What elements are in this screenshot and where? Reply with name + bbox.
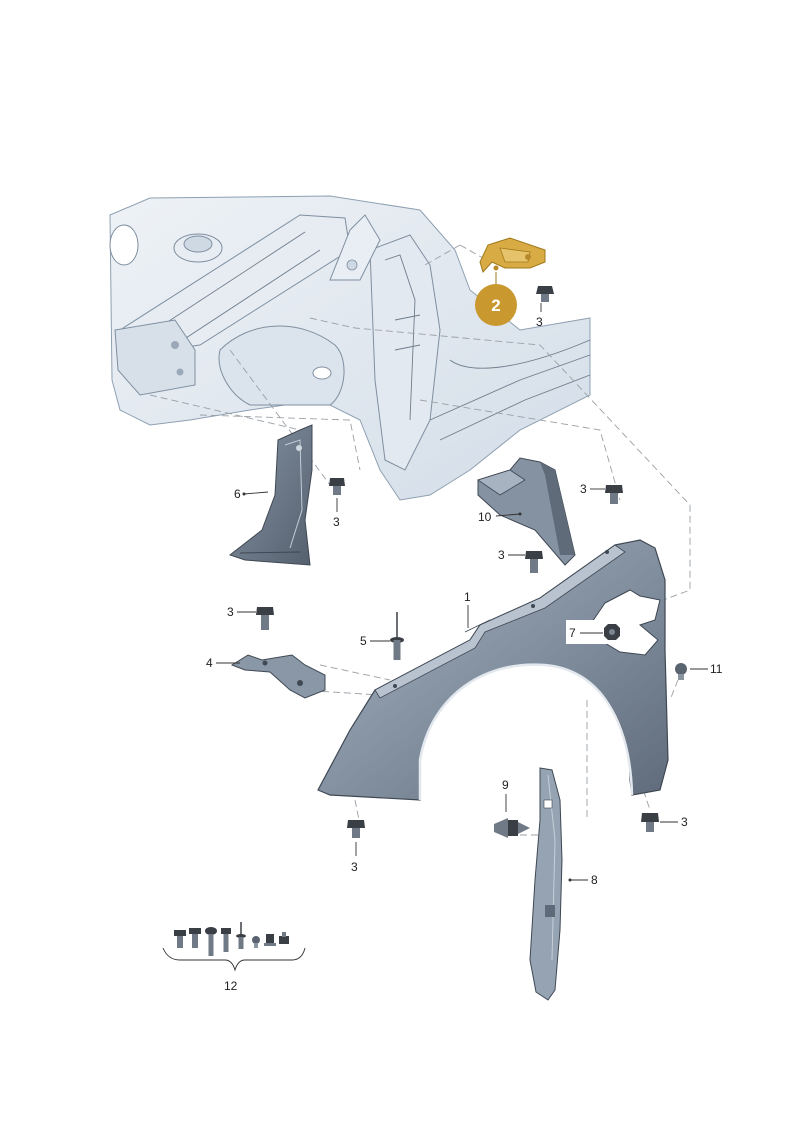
callout-6-label: 6 [234,487,241,501]
callout-2-label: 2 [491,296,500,315]
bolt-icon [256,607,274,630]
callout-5-label: 5 [360,634,367,648]
callout-3-label-g: 3 [351,860,358,874]
part-8-seal-strip[interactable] [529,767,563,1001]
callout-3-label-a: 3 [536,315,543,329]
bolt-icon [329,478,345,495]
callout-3-label-c: 3 [580,482,587,496]
callout-11-label: 11 [710,662,723,676]
bolt-icon [347,820,365,838]
clip-icon [675,663,687,680]
bracket-highlighted[interactable] [479,237,546,273]
callout-4-label: 4 [206,656,213,670]
callout-8-label: 8 [591,873,598,887]
bolt-icon [536,286,554,302]
part-1-front-fender[interactable] [317,539,669,801]
callout-3-label-b: 3 [333,515,340,529]
part-10-insulator-block[interactable] [477,457,576,566]
callout-10-label: 10 [478,510,492,524]
vehicle-body-structure [109,195,591,501]
callout-12-label: 12 [224,979,238,993]
alignment-lines [149,244,691,836]
part-6-bracket[interactable] [228,424,313,566]
callout-3-label-d: 3 [498,548,505,562]
bolt-icon [641,813,659,832]
callout-badge-2[interactable]: 2 [475,272,517,326]
callout-1-label: 1 [464,590,471,604]
fastener-assortment [174,922,289,956]
callout-3-label-e: 3 [227,605,234,619]
callout-7-label: 7 [569,626,576,640]
callout-9-label: 9 [502,778,509,792]
part-4-mounting-bracket[interactable] [230,654,326,699]
bolt-icon [525,551,543,573]
rivet-icon [390,612,404,660]
bolt-icon [605,485,623,504]
nut-icon [604,624,620,640]
expanding-rivet-icon [494,818,530,838]
callout-3-label-f: 3 [681,815,688,829]
